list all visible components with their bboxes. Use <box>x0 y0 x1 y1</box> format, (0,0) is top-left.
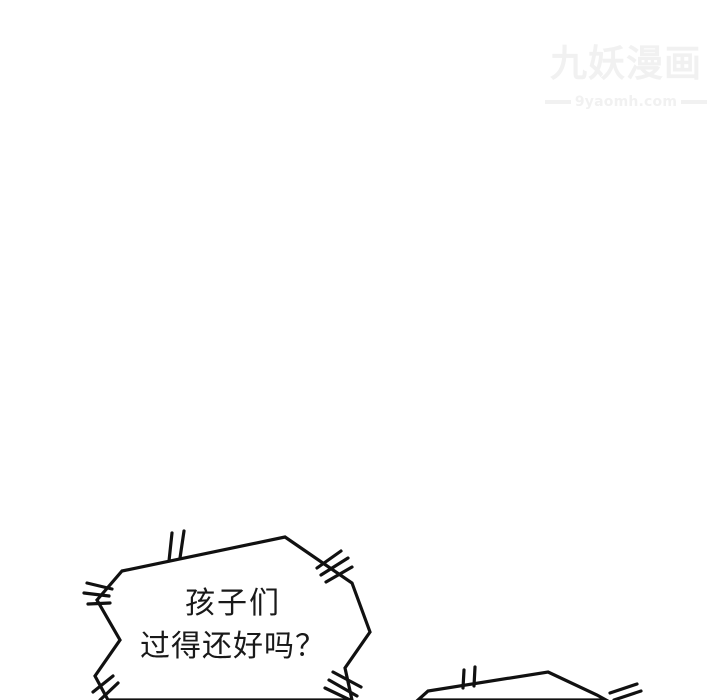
main-balloon-spike-bottom-right-b <box>327 678 359 698</box>
main-balloon-spike-top-a <box>167 531 174 563</box>
main-balloon-spike-right-c <box>324 565 354 584</box>
main-balloon-text: 孩子们 过得还好吗？ <box>108 583 358 668</box>
main-speech-balloon <box>82 529 372 700</box>
secondary-balloon-spike-right-b <box>612 689 643 700</box>
main-balloon-spike-top-b <box>178 529 186 560</box>
main-balloon-text-line-1: 孩子们 <box>185 586 281 621</box>
main-balloon-spike-bottom-right-c <box>323 686 352 700</box>
main-balloon-spike-left-c <box>86 601 112 606</box>
main-balloon-spike-left-a <box>85 581 114 591</box>
main-balloon-spike-right-b <box>319 556 350 577</box>
secondary-balloon-spike-top-a <box>461 668 466 690</box>
secondary-balloon-spike-top-b <box>472 665 477 688</box>
main-balloon-outline <box>93 535 372 700</box>
main-balloon-spike-bottom-left-a <box>91 674 115 694</box>
main-balloon-spike-left-b <box>82 591 111 598</box>
secondary-balloon-spike-right-a <box>608 682 639 695</box>
secondary-balloon-outline <box>415 670 610 700</box>
main-balloon-spike-bottom-left-b <box>98 681 120 700</box>
secondary-speech-balloon <box>415 665 643 700</box>
main-balloon-spike-bottom-right-a <box>331 670 363 689</box>
main-balloon-spike-right-a <box>315 549 343 570</box>
main-balloon-text-line-2: 过得还好吗？ <box>140 628 326 664</box>
